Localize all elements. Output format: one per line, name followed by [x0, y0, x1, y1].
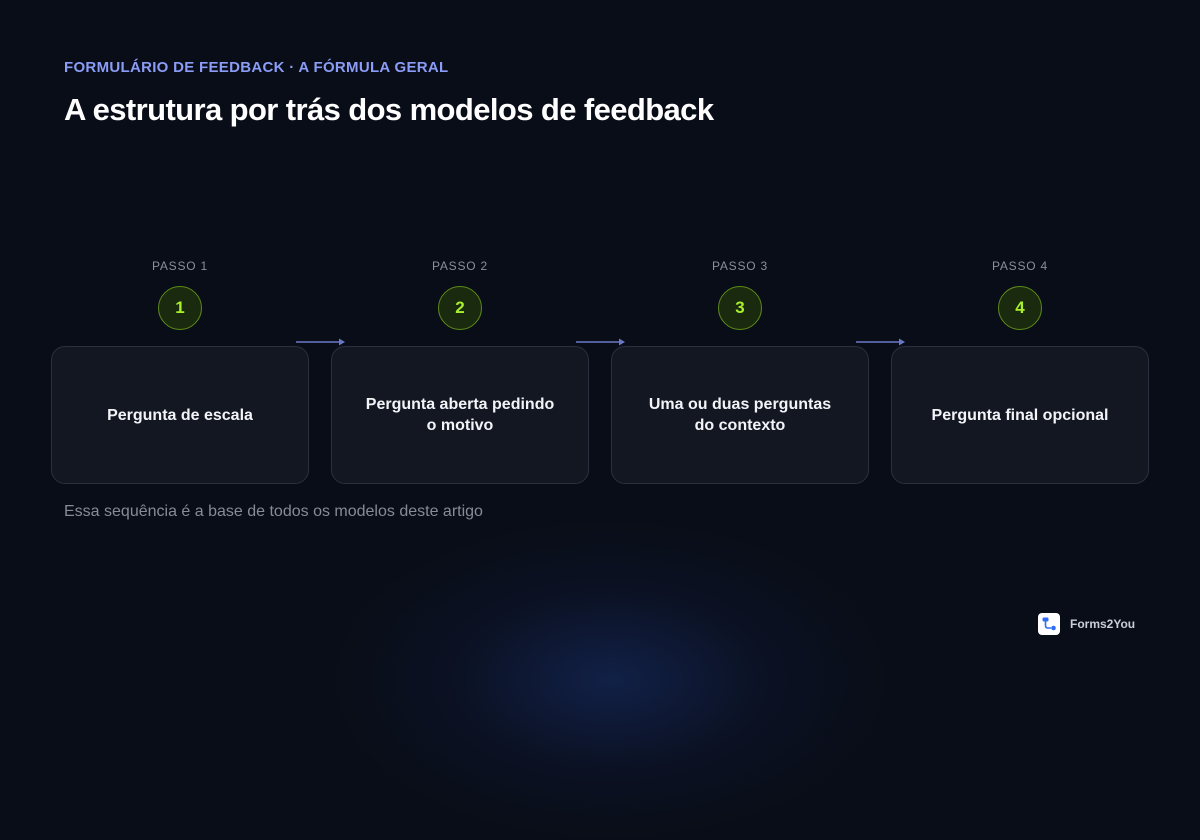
step-4-card: Pergunta final opcional [891, 346, 1149, 484]
arrow-right-icon [856, 338, 905, 346]
step-2-number-badge: 2 [438, 286, 482, 330]
step-1-label: PASSO 1 [151, 259, 209, 273]
step-2-text: Pergunta aberta pedindo o motivo [365, 396, 555, 434]
step-4-text: Pergunta final opcional [931, 406, 1109, 424]
step-2-label: PASSO 2 [431, 259, 489, 273]
step-3-label: PASSO 3 [711, 259, 769, 273]
step-2-card: Pergunta aberta pedindo o motivo [331, 346, 589, 484]
section-eyebrow: FORMULÁRIO DE FEEDBACK · A FÓRMULA GERAL [64, 59, 449, 76]
arrow-right-icon [576, 338, 625, 346]
footnote-caption: Essa sequência é a base de todos os mode… [64, 503, 483, 520]
step-1-number-badge: 1 [158, 286, 202, 330]
step-4-number-badge: 4 [998, 286, 1042, 330]
flow-logo-icon [1038, 613, 1060, 635]
step-3-text: Uma ou duas perguntas do contexto [648, 396, 832, 434]
brand-name: Forms2You [1070, 617, 1136, 631]
arrow-right-icon [296, 338, 345, 346]
page-title: A estrutura por trás dos modelos de feed… [64, 92, 714, 127]
step-3-number-badge: 3 [718, 286, 762, 330]
brand: Forms2You [1038, 613, 1135, 635]
step-1-card: Pergunta de escala [51, 346, 309, 484]
step-3-card: Uma ou duas perguntas do contexto [611, 346, 869, 484]
background-glow [330, 520, 890, 840]
step-1-text: Pergunta de escala [107, 406, 253, 424]
step-4-label: PASSO 4 [991, 259, 1049, 273]
